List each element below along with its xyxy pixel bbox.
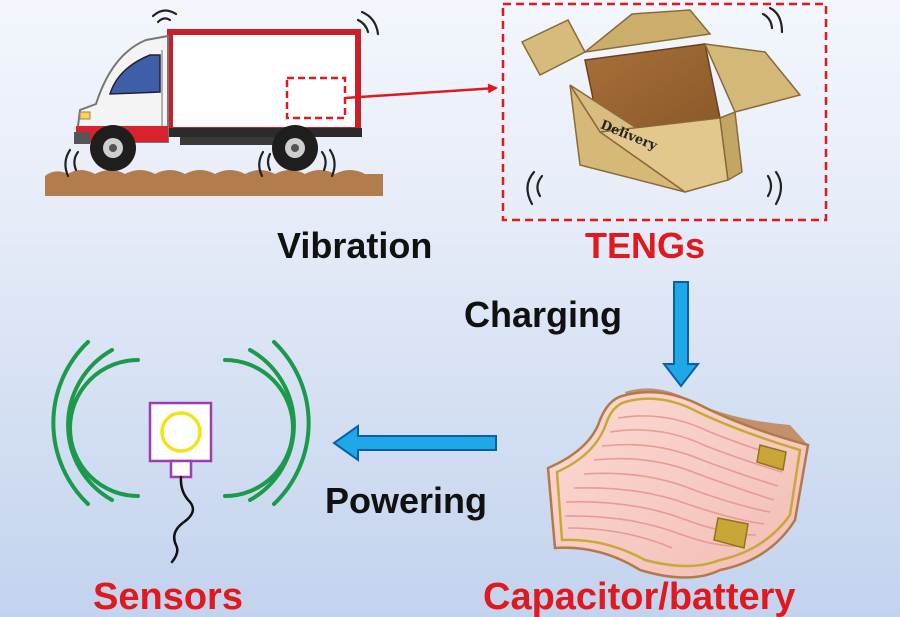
powering-label: Powering [325, 480, 488, 521]
powering-arrow [332, 424, 497, 462]
truck-window [108, 54, 161, 95]
flexible-capacitor-illustration [546, 388, 810, 579]
capacitor-battery-label: Capacitor/battery [483, 576, 796, 617]
capacitor-pad-bottom [713, 517, 749, 549]
ground [45, 170, 383, 196]
sensor-element [160, 411, 202, 453]
sensor-connector [169, 459, 193, 479]
sensors-label: Sensors [93, 576, 243, 617]
signal-waves [51, 340, 311, 506]
teng-dashed-frame [501, 2, 828, 222]
box-vibration-marks [526, 6, 784, 206]
capacitor-pad-top [756, 444, 787, 471]
truck-front-wheel [90, 125, 136, 171]
charging-label: Charging [464, 294, 622, 335]
truck-rear-wheel [272, 125, 318, 171]
truck-illustration [45, 9, 383, 196]
truck-cargo [167, 29, 361, 133]
sensor-icon [51, 340, 311, 564]
charging-arrow [661, 281, 701, 388]
delivery-box-illustration: Delivery [520, 6, 802, 206]
tengs-label: TENGs [585, 225, 706, 266]
truck-chassis [166, 128, 362, 137]
vibration-label: Vibration [277, 225, 433, 266]
sensor-cable [170, 475, 195, 564]
truck-vibration-marks [64, 9, 380, 178]
truck-to-teng-arrow [344, 83, 498, 100]
